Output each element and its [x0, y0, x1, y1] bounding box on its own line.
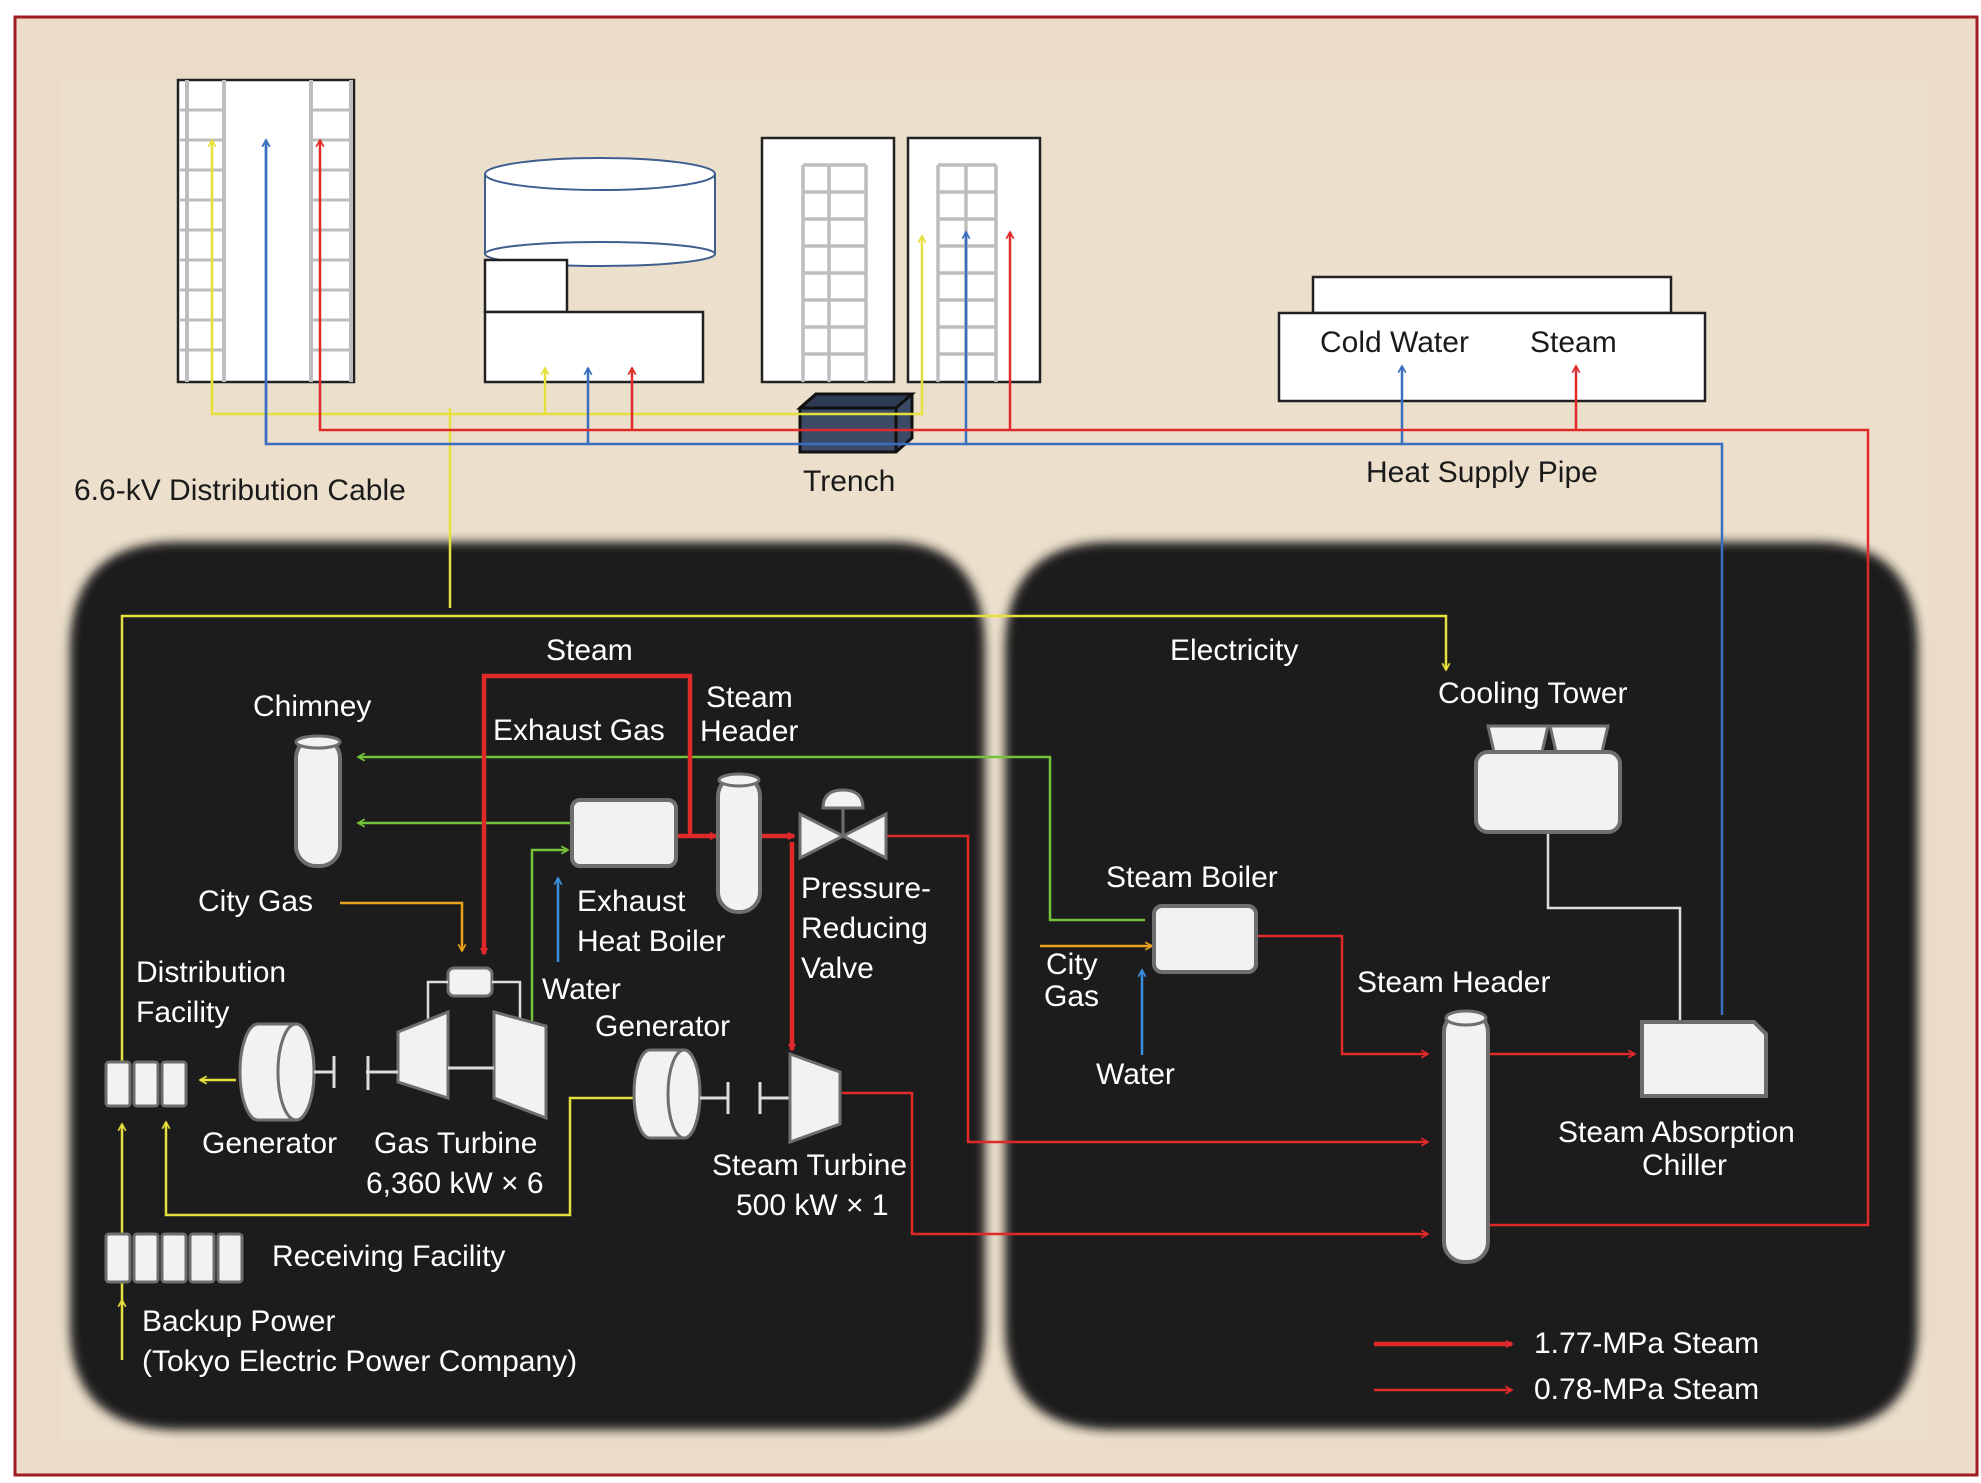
- steam-absorption-chiller: [1640, 1020, 1768, 1098]
- high-pressure-steam-lines: [484, 673, 794, 1050]
- trench-box: [796, 392, 916, 454]
- steam-boiler: [1152, 904, 1258, 974]
- steam-turbine-label-2: 500 kW × 1: [736, 1189, 889, 1222]
- gas-turbine-label-2: 6,360 kW × 6: [366, 1167, 544, 1200]
- right-plant-panel: [1005, 542, 1918, 1430]
- prv-label-1: Pressure-: [801, 872, 931, 905]
- exhaust-gas-label: Exhaust Gas: [493, 714, 665, 747]
- distribution-facility-label-2: Facility: [136, 996, 229, 1029]
- right-building: [1277, 275, 1707, 403]
- backup-power-label-1: Backup Power: [142, 1305, 335, 1338]
- city-gas-left-label: City Gas: [198, 885, 313, 918]
- steam-header-left: [716, 772, 762, 914]
- prv-label-2: Reducing: [801, 912, 928, 945]
- twin-buildings: [760, 136, 1042, 384]
- receiving-facility: [104, 1232, 244, 1284]
- exhaust-heat-boiler-label-2: Heat Boiler: [577, 925, 725, 958]
- steam-header-right: [1442, 1009, 1490, 1264]
- chimney: [294, 734, 342, 868]
- steam-building-label: Steam: [1530, 326, 1617, 359]
- steam-network: [320, 140, 1870, 1227]
- pressure-reducing-valve: [798, 788, 888, 861]
- distribution-facility-label-1: Distribution: [136, 956, 286, 989]
- exhaust-heat-boiler: [570, 798, 678, 868]
- absorption-chiller-label-1: Steam Absorption: [1558, 1116, 1795, 1149]
- trench-label: Trench: [803, 465, 895, 498]
- legend-high-pressure-label: 1.77-MPa Steam: [1534, 1327, 1759, 1360]
- water-left-label: Water: [542, 973, 621, 1006]
- receiving-facility-label: Receiving Facility: [272, 1240, 505, 1273]
- exhaust-heat-boiler-label-1: Exhaust: [577, 885, 686, 918]
- gas-turbine: [366, 966, 548, 1121]
- water-right-label: Water: [1096, 1058, 1175, 1091]
- legend: [1374, 1344, 1512, 1390]
- legend-low-pressure-label: 0.78-MPa Steam: [1534, 1373, 1759, 1406]
- steam-turbine-generator: [632, 1048, 730, 1140]
- steam-header-right-label: Steam Header: [1357, 966, 1550, 999]
- cooling-tower-label: Cooling Tower: [1438, 677, 1628, 710]
- steam-boiler-label: Steam Boiler: [1106, 861, 1278, 894]
- cold-water-network: [266, 140, 1724, 1015]
- chimney-label: Chimney: [253, 690, 371, 723]
- distribution-facility: [104, 1060, 188, 1108]
- electricity-label: Electricity: [1170, 634, 1298, 667]
- low-pressure-steam-lines: [842, 834, 1635, 1234]
- backup-power-label-2: (Tokyo Electric Power Company): [142, 1345, 577, 1378]
- prv-label-3: Valve: [801, 952, 874, 985]
- cold-water-label: Cold Water: [1320, 326, 1469, 359]
- steam-header-left-label-2: Header: [700, 715, 798, 748]
- gas-turbine-generator: [238, 1022, 336, 1122]
- cooling-water-line: [1546, 830, 1682, 1022]
- steam-turbine: [758, 1051, 842, 1145]
- gas-turbine-label-1: Gas Turbine: [374, 1127, 537, 1160]
- city-gas-lines: [340, 901, 1152, 951]
- generator-output-lines: [122, 1080, 636, 1360]
- arena-building: [483, 157, 716, 384]
- steam-top-label: Steam: [546, 634, 633, 667]
- steam-turbine-generator-label: Generator: [595, 1010, 730, 1043]
- absorption-chiller-label-2: Chiller: [1642, 1149, 1727, 1182]
- gas-turbine-generator-label: Generator: [202, 1127, 337, 1160]
- electricity-network: [120, 140, 1446, 1095]
- distribution-cable-label: 6.6-kV Distribution Cable: [74, 474, 406, 507]
- cooling-tower: [1474, 724, 1622, 834]
- city-gas-right-label-1: City: [1046, 948, 1098, 981]
- city-gas-right-label-2: Gas: [1044, 980, 1099, 1013]
- exhaust-gas-lines: [358, 757, 1145, 1025]
- heat-supply-pipe-label: Heat Supply Pipe: [1366, 456, 1598, 489]
- steam-header-left-label-1: Steam: [706, 681, 793, 714]
- steam-turbine-label-1: Steam Turbine: [712, 1149, 907, 1182]
- water-lines: [558, 878, 1142, 1055]
